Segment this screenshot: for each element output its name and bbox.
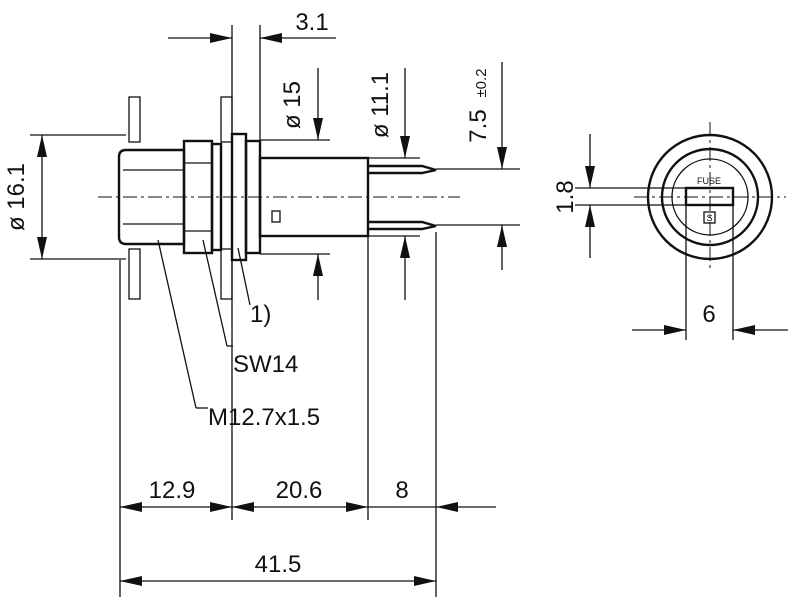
inner-ring <box>660 147 760 247</box>
wrench-size-label: SW14 <box>233 351 298 378</box>
dim-total: 41.5 <box>120 551 436 586</box>
dim-body-label: 20.6 <box>276 477 323 504</box>
fuse-cap-text: FUSE <box>697 176 721 186</box>
dim-dia-16-1-label: ø 16.1 <box>3 163 30 231</box>
outer-ring <box>646 133 774 261</box>
dim-dia-15-label: ø 15 <box>279 81 306 129</box>
s-symbol: S <box>706 213 712 223</box>
thread-label: M12.7x1.5 <box>208 404 320 431</box>
dim-pin-spacing-label: 7.5 <box>465 109 492 142</box>
screwdriver-slot <box>684 186 735 207</box>
leader-labels: 1) SW14 M12.7x1.5 <box>157 239 320 431</box>
dim-slot-label: 1.8 <box>552 180 579 213</box>
dim-pin-spacing: 7.5 ±0.2 <box>465 62 507 270</box>
dim-panel-thickness: 3.1 <box>168 9 336 43</box>
front-view: FUSE S 1.8 6 <box>552 122 788 340</box>
solder-pins <box>368 164 437 231</box>
cap-face <box>671 158 749 236</box>
flange <box>210 132 262 262</box>
dim-pin-spacing-tolerance: ±0.2 <box>473 68 490 97</box>
dim-row-segments: 12.9 20.6 8 <box>120 477 496 512</box>
mounting-panel <box>128 96 233 300</box>
dim-width-label: 6 <box>702 301 715 328</box>
fuse-body <box>258 156 370 238</box>
dim-panel-thickness-label: 3.1 <box>295 9 328 36</box>
note-1-label: 1) <box>250 301 271 328</box>
dim-slot: 1.8 <box>552 134 686 258</box>
dim-pins-label: 8 <box>395 477 408 504</box>
dim-total-label: 41.5 <box>255 551 302 578</box>
dim-dia-11-1-label: ø 11.1 <box>367 72 394 138</box>
dim-dia-16-1: ø 16.1 <box>3 135 47 259</box>
front-cap <box>117 148 186 246</box>
dim-dia-11-1: ø 11.1 <box>367 68 410 300</box>
dim-width: 6 <box>632 205 788 340</box>
side-view: 3.1 ø 15 ø 11.1 7.5 ±0.2 <box>3 9 520 597</box>
extension-lines <box>30 25 520 597</box>
dim-front-label: 12.9 <box>149 477 196 504</box>
dim-dia-15: ø 15 <box>279 68 323 300</box>
